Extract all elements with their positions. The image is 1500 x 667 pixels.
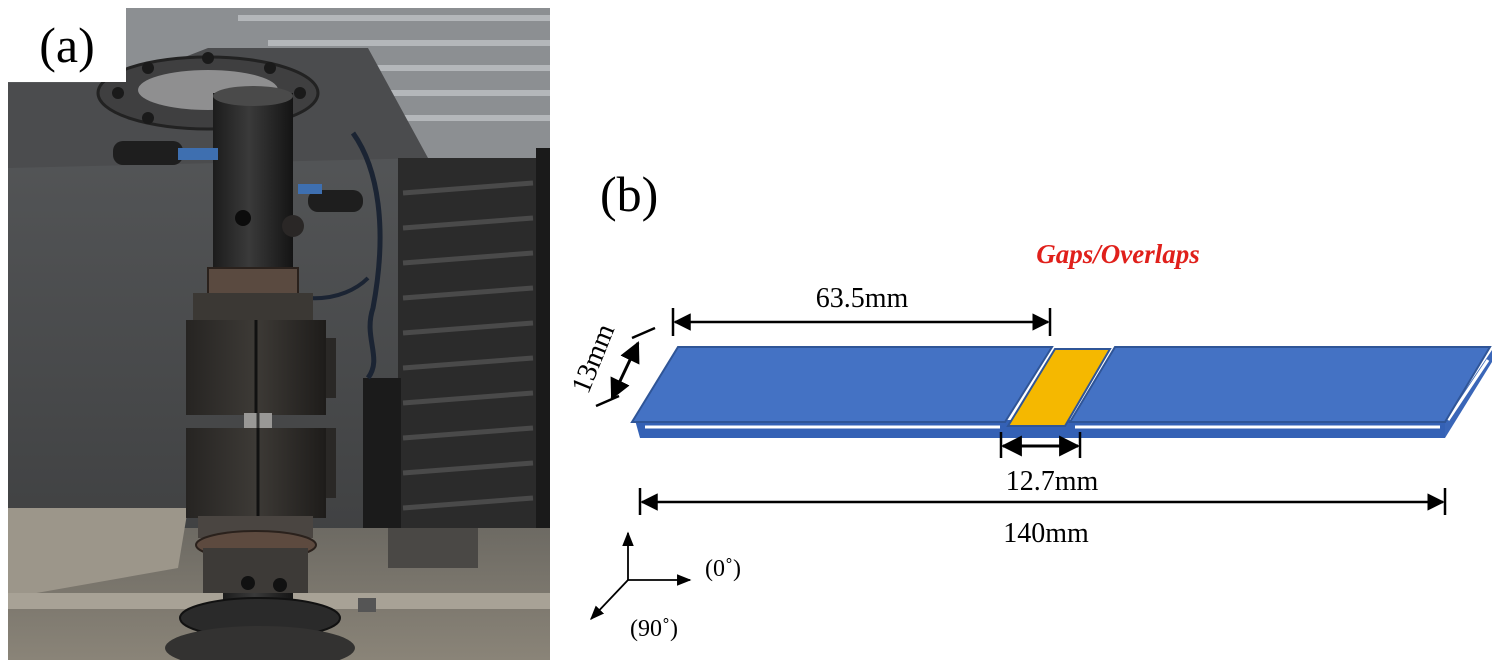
strip-right-segment [1068,346,1492,423]
dim-width-arrow [610,341,640,400]
dim-width-label: 13mm [566,319,622,397]
axis-zero-label: (0˚) [705,556,741,582]
panel-b-label: (b) [600,166,659,222]
dim-segment-label: 63.5mm [816,283,909,314]
strip-left-segment [630,346,1054,423]
test-machine-photo: (a) [8,8,550,660]
dim-gap-label: 12.7mm [1006,466,1099,497]
panel-a-label: (a) [8,8,126,82]
coordinate-axes [590,531,692,621]
axis-ninety-label: (90˚) [630,616,678,642]
test-machine-illustration [8,8,550,660]
dim-total-label: 140mm [1003,518,1089,549]
gap-overlap-patch [1006,348,1112,427]
gaps-overlaps-callout: Gaps/Overlaps [1036,239,1200,269]
strip-underside [635,420,1445,438]
